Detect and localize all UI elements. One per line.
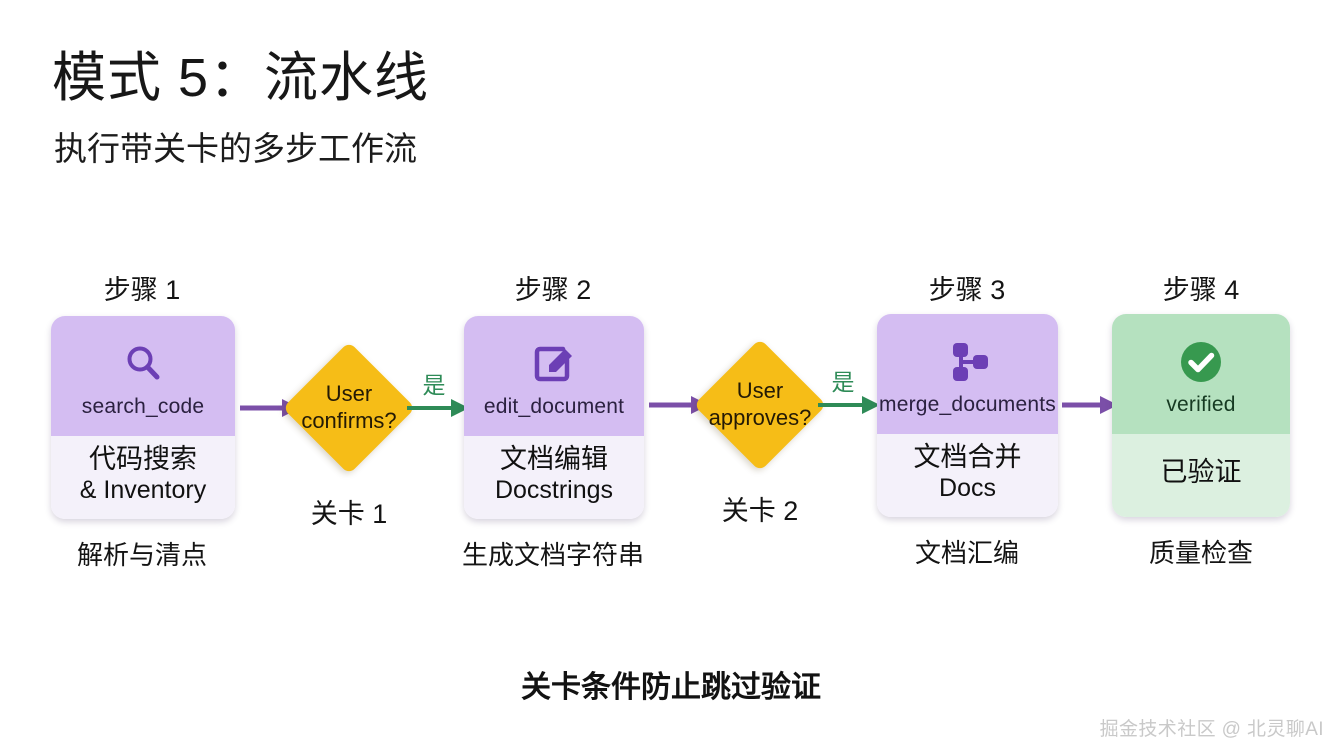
node-body-line1: 文档合并 xyxy=(913,441,1022,472)
gate-user-confirms[interactable]: User confirms? xyxy=(282,340,416,476)
node-code-label: edit_document xyxy=(483,395,625,418)
gate-diamond-shape xyxy=(693,338,827,472)
node-header: edit_document xyxy=(464,316,644,436)
step-caption-1: 解析与清点 xyxy=(76,540,208,570)
node-body-line2: Docs xyxy=(939,474,996,503)
node-card-search-code[interactable]: search_code 代码搜索 & Inventory xyxy=(51,316,235,519)
step-label-2: 步骤 2 xyxy=(514,275,592,305)
step-caption-2: 生成文档字符串 xyxy=(461,540,645,570)
gate-caption-2: 关卡 2 xyxy=(721,496,799,526)
node-header: verified xyxy=(1112,314,1290,434)
node-body-line1: 文档编辑 xyxy=(500,443,608,474)
arrow-step3-to-step4 xyxy=(1062,394,1118,416)
step-label-4: 步骤 4 xyxy=(1162,275,1240,305)
gate-caption-1: 关卡 1 xyxy=(310,499,388,529)
magnifier-icon xyxy=(121,336,165,392)
node-body-line1: 已验证 xyxy=(1160,456,1242,487)
arrow-gate1-to-step2 xyxy=(407,397,469,419)
step-label-1: 步骤 1 xyxy=(103,275,181,305)
node-card-merge-documents[interactable]: merge_documents 文档合并 Docs xyxy=(877,314,1058,517)
edge-label-yes-1: 是 xyxy=(422,372,446,398)
node-body-line1: 代码搜索 xyxy=(89,443,197,474)
node-header: merge_documents xyxy=(877,314,1058,434)
node-body: 已验证 xyxy=(1112,434,1290,517)
node-code-label: search_code xyxy=(81,395,205,418)
node-card-verified[interactable]: verified 已验证 xyxy=(1112,314,1290,517)
step-label-3: 步骤 3 xyxy=(928,275,1006,305)
node-code-label: merge_documents xyxy=(879,393,1056,416)
page-subtitle: 执行带关卡的多步工作流 xyxy=(54,130,417,167)
step-caption-4: 质量检查 xyxy=(1148,538,1254,568)
page-title: 模式 5：流水线 xyxy=(52,48,430,108)
watermark: 掘金技术社区 @ 北灵聊AI xyxy=(1099,719,1324,740)
node-body: 文档编辑 Docstrings xyxy=(464,436,644,519)
merge-nodes-icon xyxy=(945,334,991,390)
edge-label-yes-2: 是 xyxy=(831,369,855,395)
arrow-gate2-to-step3 xyxy=(818,394,880,416)
gate-user-approves[interactable]: User approves? xyxy=(693,337,827,473)
node-body-line2: Docstrings xyxy=(494,476,614,505)
node-body: 文档合并 Docs xyxy=(877,434,1058,517)
step-caption-3: 文档汇编 xyxy=(914,538,1020,568)
node-header: search_code xyxy=(51,316,235,436)
node-card-edit-document[interactable]: edit_document 文档编辑 Docstrings xyxy=(464,316,644,519)
gate-diamond-shape xyxy=(282,341,416,475)
node-body-line2: & Inventory xyxy=(79,476,207,505)
edit-pencil-icon xyxy=(532,336,576,392)
node-code-label: verified xyxy=(1166,393,1236,416)
footer-note: 关卡条件防止跳过验证 xyxy=(521,671,821,704)
check-circle-icon xyxy=(1177,334,1225,390)
node-body: 代码搜索 & Inventory xyxy=(51,436,235,519)
